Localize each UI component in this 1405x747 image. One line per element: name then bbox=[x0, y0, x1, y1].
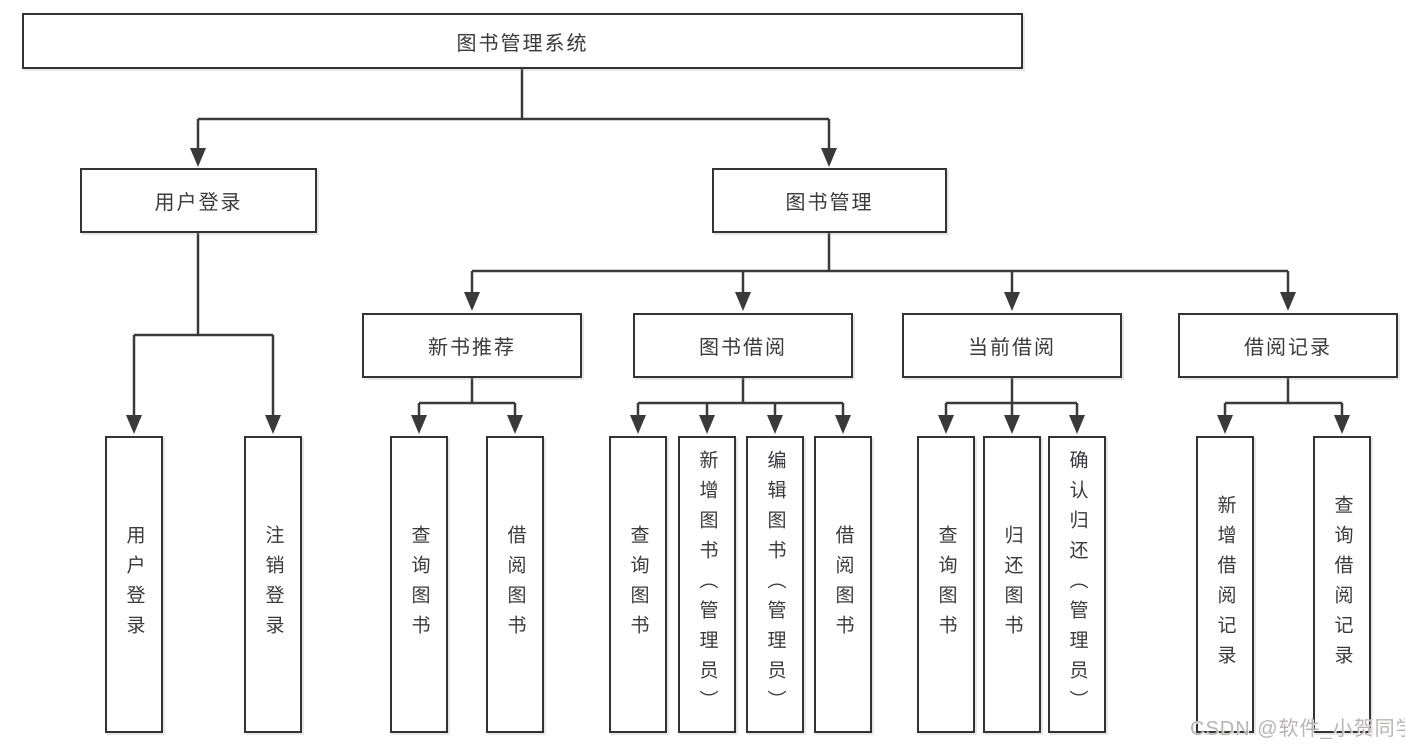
leaf-user-login: 用户登录 bbox=[105, 436, 163, 733]
leaf-user-login-label: 用户登录 bbox=[123, 524, 145, 645]
leaf-current-return-books-label: 归还图书 bbox=[1001, 524, 1023, 645]
leaf-borrow-add-books-admin: 新增图书（管理员） bbox=[678, 436, 736, 733]
node-current-borrowing-label: 当前借阅 bbox=[968, 337, 1056, 359]
leaf-current-query-books: 查询图书 bbox=[917, 436, 975, 733]
leaf-borrow-query-books-label: 查询图书 bbox=[627, 524, 649, 645]
node-book-borrowing-label: 图书借阅 bbox=[699, 337, 787, 359]
leaf-records-query-record: 查询借阅记录 bbox=[1313, 436, 1371, 733]
leaf-current-return-books: 归还图书 bbox=[983, 436, 1041, 733]
node-root: 图书管理系统 bbox=[22, 13, 1023, 69]
node-book-borrowing: 图书借阅 bbox=[633, 313, 853, 378]
node-root-label: 图书管理系统 bbox=[456, 32, 589, 55]
leaf-current-confirm-return-admin: 确认归还（管理员） bbox=[1048, 436, 1106, 733]
leaf-logout: 注销登录 bbox=[244, 436, 302, 733]
leaf-borrow-borrow-books-label: 借阅图书 bbox=[832, 524, 854, 645]
leaf-recommend-borrow-books-label: 借阅图书 bbox=[504, 524, 526, 645]
leaf-borrow-edit-books-admin: 编辑图书（管理员） bbox=[746, 436, 804, 733]
node-user-login-label: 用户登录 bbox=[154, 192, 243, 214]
node-borrowing-records-label: 借阅记录 bbox=[1244, 337, 1332, 359]
leaf-logout-label: 注销登录 bbox=[262, 524, 284, 645]
leaf-current-confirm-return-admin-label: 确认归还（管理员） bbox=[1066, 449, 1088, 720]
node-borrowing-records: 借阅记录 bbox=[1178, 313, 1398, 378]
leaf-borrow-edit-books-admin-label: 编辑图书（管理员） bbox=[764, 449, 786, 720]
leaf-recommend-query-books-label: 查询图书 bbox=[408, 524, 430, 645]
leaf-records-query-record-label: 查询借阅记录 bbox=[1331, 494, 1353, 675]
leaf-recommend-query-books: 查询图书 bbox=[390, 436, 448, 733]
leaf-recommend-borrow-books: 借阅图书 bbox=[486, 436, 544, 733]
leaf-borrow-query-books: 查询图书 bbox=[609, 436, 667, 733]
leaf-borrow-borrow-books: 借阅图书 bbox=[814, 436, 872, 733]
node-new-book-recommendation: 新书推荐 bbox=[362, 313, 582, 378]
node-book-management: 图书管理 bbox=[712, 168, 947, 233]
watermark: CSDN @软件_小贺同学 bbox=[1190, 718, 1405, 740]
leaf-current-query-books-label: 查询图书 bbox=[935, 524, 957, 645]
node-current-borrowing: 当前借阅 bbox=[902, 313, 1122, 378]
leaf-records-add-record-label: 新增借阅记录 bbox=[1214, 494, 1236, 675]
node-new-book-recommendation-label: 新书推荐 bbox=[428, 337, 516, 359]
node-book-management-label: 图书管理 bbox=[785, 192, 874, 214]
node-user-login: 用户登录 bbox=[80, 168, 317, 233]
leaf-records-add-record: 新增借阅记录 bbox=[1196, 436, 1254, 733]
leaf-borrow-add-books-admin-label: 新增图书（管理员） bbox=[696, 449, 718, 720]
